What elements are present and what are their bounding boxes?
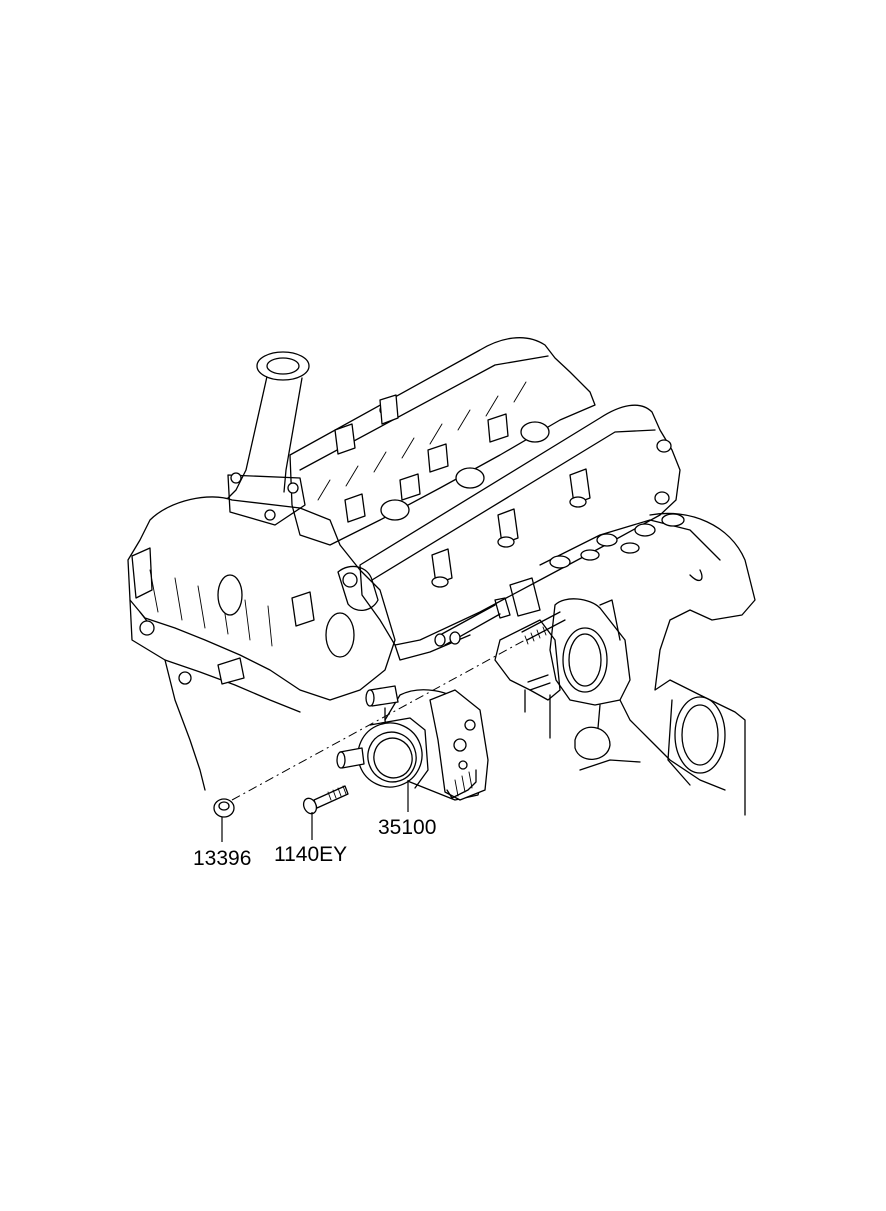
callout-label-13396: 13396 [193,847,251,870]
engine-assembly-drawing [127,337,756,816]
callout-label-1140EY: 1140EY [274,843,347,866]
nut-drawing [213,798,235,818]
bolt-drawing [302,785,349,815]
throttle-body-drawing [336,685,489,801]
callout-label-35100: 35100 [378,816,436,839]
assembly-center-line [231,639,526,801]
